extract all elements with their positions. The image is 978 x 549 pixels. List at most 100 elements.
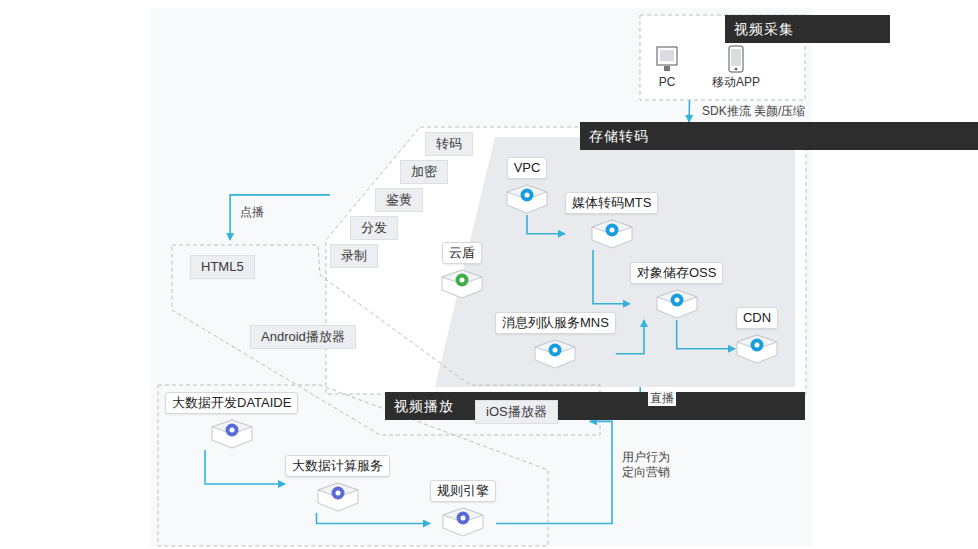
- storage-outline: [326, 127, 806, 394]
- flow-connector: [593, 250, 630, 304]
- group-region: 存储转码转码加密鉴黄分发录制VPC媒体转码MTS云盾对象储存OSS消息列队服务M…: [330, 122, 800, 387]
- pc-stand: [664, 66, 670, 71]
- device-node: PC: [655, 45, 679, 90]
- feature-label: 转码: [436, 136, 462, 151]
- service-badge: [549, 344, 562, 357]
- service-node: 云盾: [440, 242, 484, 300]
- feature-box: 转码: [425, 132, 473, 156]
- service-label: 大数据计算服务: [285, 455, 390, 477]
- service-icon: [210, 418, 254, 450]
- device-icon-box: [724, 45, 748, 73]
- flow-connector: [688, 100, 690, 122]
- service-icon: [590, 218, 634, 250]
- service-badge: [331, 487, 344, 500]
- flow-connector: [527, 215, 565, 234]
- service-icon: [655, 288, 699, 320]
- feature-label: iOS播放器: [486, 404, 547, 419]
- page-ground: [150, 8, 812, 546]
- phone-button: [735, 68, 738, 71]
- badge-dot: [674, 298, 679, 303]
- service-icon-box: [533, 338, 577, 370]
- service-badge: [605, 224, 618, 237]
- feature-box: Android播放器: [250, 325, 356, 349]
- service-label: 对象储存OSS: [630, 262, 723, 284]
- cube-body: [212, 420, 252, 448]
- group-tag: 视频播放: [385, 392, 805, 420]
- feature-label: 加密: [411, 164, 437, 179]
- badge-dot: [755, 343, 760, 348]
- flow-connector: [616, 320, 644, 354]
- flow-connector: [230, 195, 330, 240]
- device-label: 移动APP: [712, 75, 760, 90]
- bigdata-outline: [158, 385, 548, 546]
- edge-label: SDK推流 美颜/压缩: [700, 104, 807, 119]
- badge-dot: [335, 491, 340, 496]
- service-badge: [456, 274, 469, 287]
- feature-label: 分发: [361, 220, 387, 235]
- badge-dot: [229, 428, 234, 433]
- service-label: VPC: [507, 157, 548, 179]
- service-icon-box: [735, 333, 779, 365]
- service-badge: [751, 339, 764, 352]
- feature-box: iOS播放器: [475, 400, 558, 424]
- badge-dot: [609, 228, 614, 233]
- group-tag: 视频采集: [725, 15, 890, 43]
- device-node: 移动APP: [712, 45, 760, 90]
- feature-box: HTML5: [190, 255, 255, 279]
- cube-body: [737, 335, 777, 363]
- feature-box: 加密: [400, 160, 448, 184]
- service-icon-box: [316, 481, 360, 513]
- service-label: CDN: [736, 307, 778, 329]
- group-region: 视频采集PC移动APP: [640, 15, 805, 100]
- device-icon-box: [655, 45, 679, 73]
- service-node: 大数据开发DATAIDE: [165, 392, 298, 450]
- feature-label: HTML5: [201, 259, 244, 274]
- cube-body: [657, 290, 697, 318]
- service-label: 云盾: [442, 242, 482, 264]
- pc-screen: [660, 50, 674, 61]
- cube-body: [535, 340, 575, 368]
- cube-body: [318, 483, 358, 511]
- feature-box: 分发: [350, 216, 398, 240]
- service-icon: [533, 338, 577, 370]
- service-icon: [316, 481, 360, 513]
- service-icon-box: [441, 506, 485, 538]
- service-panel: [435, 137, 795, 387]
- badge-dot: [461, 516, 466, 521]
- service-label: 媒体转码MTS: [565, 192, 658, 214]
- cube-body: [507, 185, 547, 213]
- service-node: 对象储存OSS: [630, 262, 723, 320]
- cube-body: [442, 270, 482, 298]
- service-icon-box: [440, 268, 484, 300]
- feature-box: 录制: [330, 244, 378, 268]
- service-badge: [225, 424, 238, 437]
- service-icon: [735, 333, 779, 365]
- cube-body: [443, 508, 483, 536]
- badge-dot: [553, 348, 558, 353]
- flow-connector: [205, 450, 285, 484]
- service-node: 媒体转码MTS: [565, 192, 658, 250]
- group-tag: 存储转码: [580, 122, 978, 150]
- service-badge: [521, 189, 534, 202]
- feature-label: 录制: [341, 248, 367, 263]
- feature-label: Android播放器: [261, 329, 345, 344]
- service-node: 消息列队服务MNS: [495, 312, 616, 370]
- badge-dot: [460, 278, 465, 283]
- service-icon: [440, 268, 484, 300]
- edge-label: 直播: [648, 391, 676, 406]
- service-node: VPC: [505, 157, 549, 215]
- phone-screen: [731, 49, 741, 66]
- service-node: 大数据计算服务: [285, 455, 390, 513]
- service-badge: [670, 294, 683, 307]
- phone-icon: [724, 45, 748, 73]
- service-icon: [505, 183, 549, 215]
- service-label: 消息列队服务MNS: [495, 312, 616, 334]
- service-node: CDN: [735, 307, 779, 365]
- service-icon-box: [590, 218, 634, 250]
- service-icon-box: [210, 418, 254, 450]
- badge-dot: [525, 193, 530, 198]
- device-label: PC: [659, 75, 676, 90]
- service-icon: [441, 506, 485, 538]
